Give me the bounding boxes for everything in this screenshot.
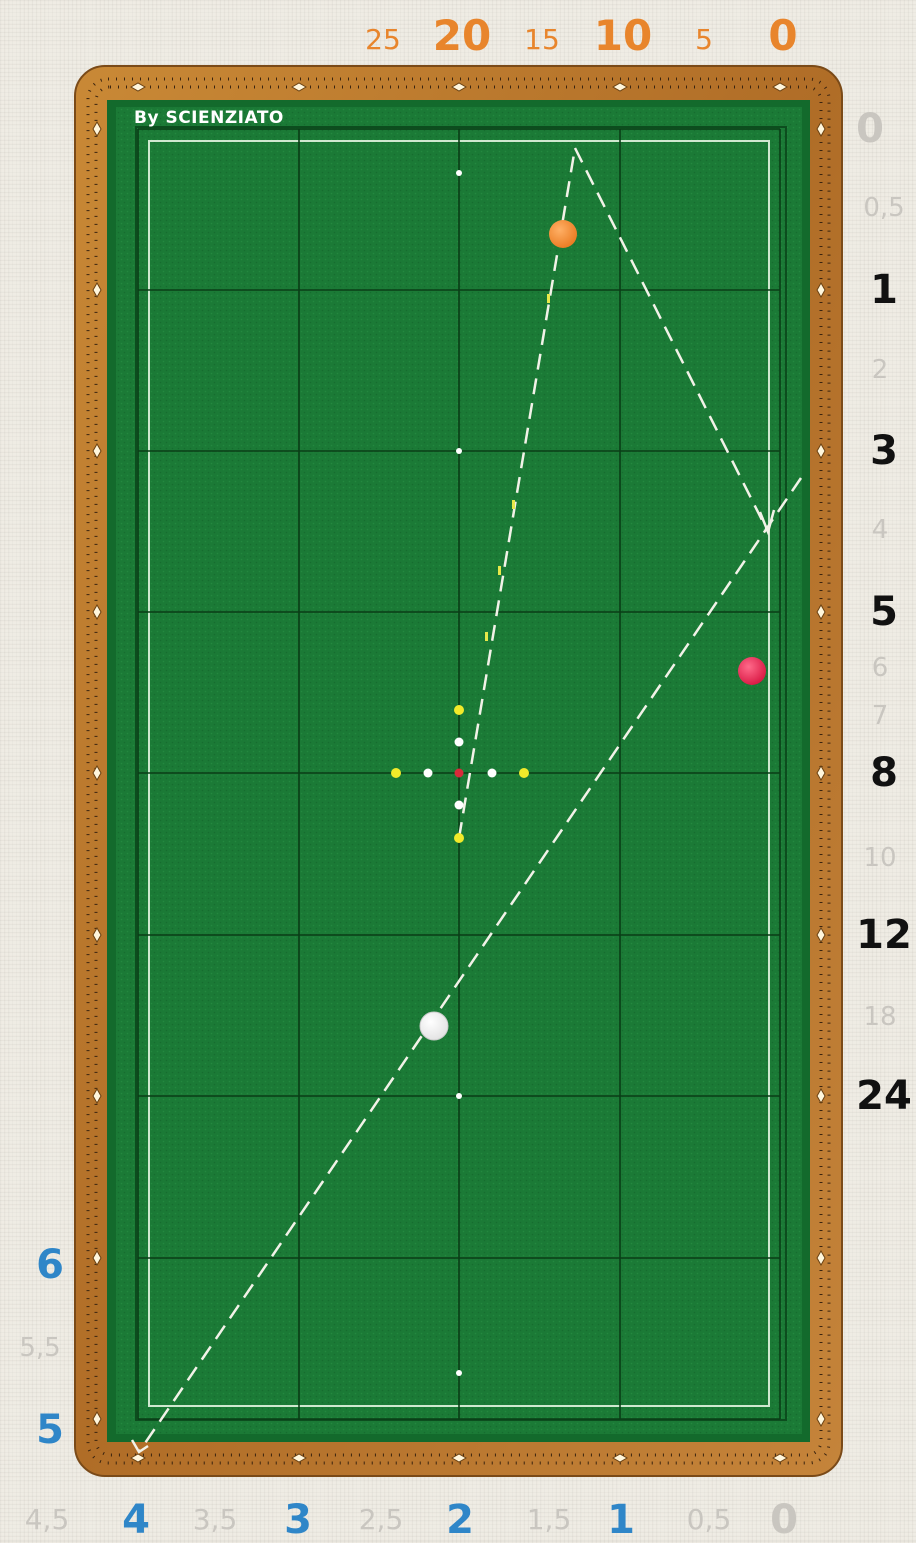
left-scale-label: 6: [36, 1245, 64, 1285]
top-scale-label: 10: [594, 15, 652, 57]
top-scale-label: 25: [365, 26, 401, 54]
top-scale-label: 5: [695, 26, 713, 54]
bottom-scale-label: 4,5: [25, 1506, 70, 1534]
aim-dot-red: [455, 769, 464, 778]
right-scale-label: 18: [863, 1004, 896, 1030]
top-scale-label: 0: [768, 15, 797, 57]
bottom-scale-label: 3,5: [193, 1506, 238, 1534]
bottom-scale-label: 1: [607, 1500, 635, 1540]
right-scale-label: 1: [870, 270, 898, 310]
spot-dot: [456, 448, 462, 454]
left-scale-label: 5: [36, 1410, 64, 1450]
right-scale-label: 10: [863, 845, 896, 871]
white-cue-ball: [420, 1012, 448, 1040]
right-scale-label: 6: [872, 655, 889, 681]
aim-dot-yellow: [454, 705, 464, 715]
spot-dot: [456, 1370, 462, 1376]
left-scale-label: 5,5: [19, 1335, 60, 1361]
aim-dot-white: [455, 801, 464, 810]
bottom-scale-label: 2: [446, 1500, 474, 1540]
author-credit: By SCIENZIATO: [134, 108, 284, 128]
aim-dot-yellow: [391, 768, 401, 778]
right-scale-label: 3: [870, 431, 898, 471]
bottom-scale-label: 1,5: [527, 1506, 572, 1534]
right-scale-label: 24: [856, 1076, 912, 1116]
aim-dot-white: [488, 769, 497, 778]
bottom-scale-label: 0,5: [687, 1506, 732, 1534]
right-scale-label: 4: [872, 517, 889, 543]
top-scale-label: 20: [433, 15, 491, 57]
bottom-scale-label: 4: [122, 1500, 150, 1540]
right-scale-label: 2: [872, 357, 889, 383]
bottom-scale-label: 0: [770, 1500, 798, 1540]
aim-dot-yellow: [454, 833, 464, 843]
right-scale-label: 8: [870, 753, 898, 793]
aim-dot-white: [424, 769, 433, 778]
spot-dot: [456, 170, 462, 176]
spot-dot: [456, 1093, 462, 1099]
bottom-scale-label: 2,5: [359, 1506, 404, 1534]
orange-ball: [549, 220, 577, 248]
right-scale-label: 0: [856, 109, 884, 149]
right-scale-label: 7: [872, 703, 889, 729]
right-scale-label: 0,5: [863, 195, 904, 221]
right-scale-label: 12: [856, 915, 912, 955]
bottom-scale-label: 3: [284, 1500, 312, 1540]
top-scale-label: 15: [524, 26, 560, 54]
aim-dot-white: [455, 738, 464, 747]
red-ball: [738, 657, 766, 685]
aim-dot-yellow: [519, 768, 529, 778]
right-scale-label: 5: [870, 592, 898, 632]
